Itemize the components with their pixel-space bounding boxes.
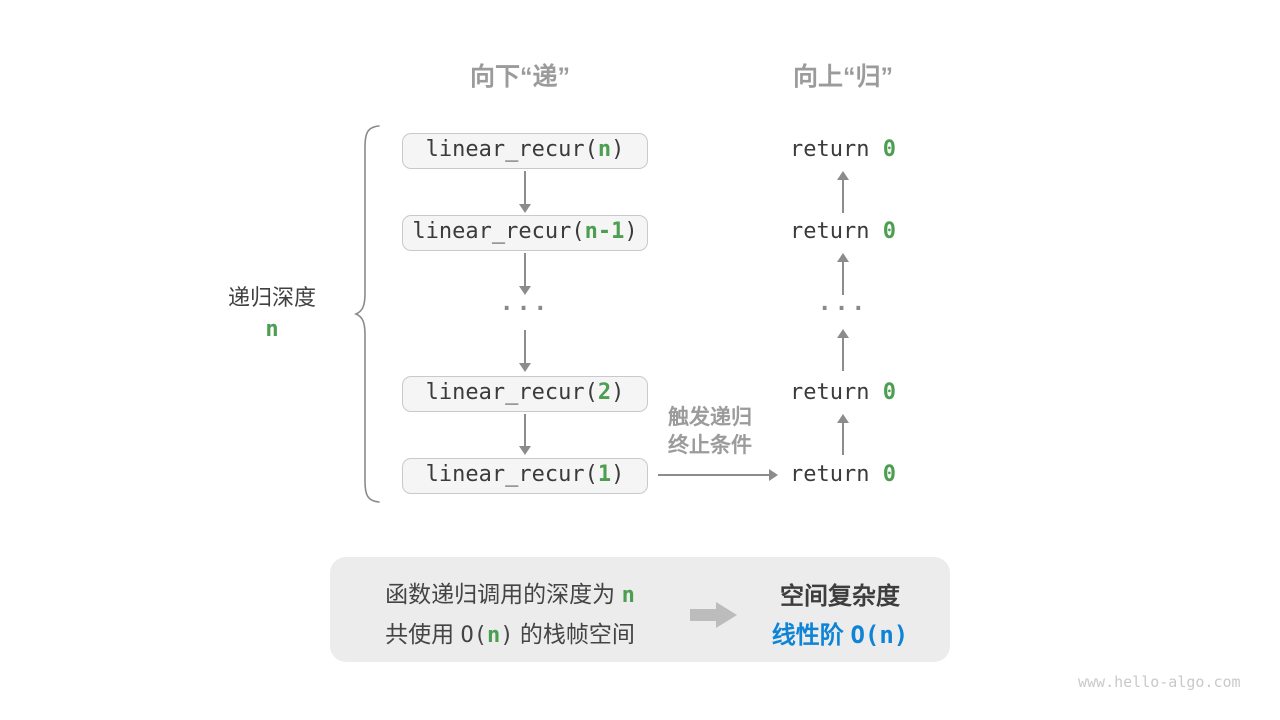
summary-line2-code: O(	[460, 623, 488, 648]
return-value: 0	[882, 380, 896, 405]
summary-line2-text: 的栈帧空间	[513, 621, 635, 647]
call-box-n-1: linear_recur(n-1)	[402, 215, 648, 251]
trigger-line1: 触发递归	[668, 406, 752, 429]
call-text: )	[611, 462, 625, 487]
up-arrow	[837, 253, 849, 295]
result-text: 线性阶	[771, 622, 851, 649]
down-arrow	[519, 330, 531, 372]
call-text: )	[611, 137, 625, 162]
summary-line2-text: 共使用	[385, 621, 461, 647]
return-value: 0	[882, 462, 896, 487]
call-text: linear_recur(	[425, 380, 598, 405]
return-ellipsis: ...	[817, 290, 869, 316]
return-row: return 0	[790, 462, 896, 487]
recursion-depth-label: 递归深度	[227, 285, 316, 310]
return-text: return	[790, 219, 883, 244]
summary-line2: 共使用 O(n) 的栈帧空间	[345, 615, 675, 649]
space-complexity-title: 空间复杂度	[780, 583, 900, 610]
call-text: linear_recur(	[425, 137, 598, 162]
trigger-line2: 终止条件	[668, 434, 752, 457]
call-box-1: linear_recur(1)	[402, 458, 648, 494]
return-value: 0	[882, 219, 896, 244]
result-big-o: O(n)	[850, 621, 909, 649]
return-text: return	[790, 462, 883, 487]
call-text: )	[624, 219, 638, 244]
header-downward-recurse: 向下“递”	[469, 63, 571, 91]
watermark: www.hello-algo.com	[1078, 673, 1241, 691]
up-arrow	[837, 171, 849, 213]
trigger-condition-label: 触发递归 终止条件	[630, 404, 790, 460]
return-text: return	[790, 380, 883, 405]
header-upward-return: 向上“归”	[792, 63, 894, 91]
call-arg: n	[597, 137, 612, 162]
return-text: return	[790, 137, 883, 162]
return-value: 0	[882, 137, 896, 162]
down-arrow	[519, 253, 531, 295]
summary-line1-text: 函数递归调用的深度为	[385, 581, 622, 607]
call-text: linear_recur(	[425, 462, 598, 487]
right-arrow	[658, 469, 778, 481]
down-arrow	[519, 171, 531, 213]
call-text: linear_recur(	[412, 219, 585, 244]
call-arg: n-1	[584, 219, 625, 244]
return-row: return 0	[790, 380, 896, 405]
summary-panel	[330, 557, 950, 662]
implies-arrow-icon	[690, 602, 737, 628]
summary-line1-var: n	[621, 583, 635, 608]
return-row: return 0	[790, 219, 896, 244]
summary-line2-var: n	[487, 623, 501, 648]
recursion-depth-variable: n	[265, 317, 279, 342]
return-row: return 0	[790, 137, 896, 162]
space-complexity-result: 线性阶 O(n)	[745, 615, 935, 650]
call-box-2: linear_recur(2)	[402, 376, 648, 412]
up-arrow	[837, 329, 849, 371]
down-arrow	[519, 414, 531, 455]
up-arrow	[837, 414, 849, 455]
call-arg: 2	[597, 380, 612, 405]
call-arg: 1	[597, 462, 612, 487]
call-box-n: linear_recur(n)	[402, 133, 648, 169]
call-text: )	[611, 380, 625, 405]
call-ellipsis: ...	[499, 290, 551, 316]
summary-line2-code: )	[500, 623, 514, 648]
curly-brace	[354, 125, 380, 503]
summary-line1: 函数递归调用的深度为 n	[345, 575, 675, 609]
